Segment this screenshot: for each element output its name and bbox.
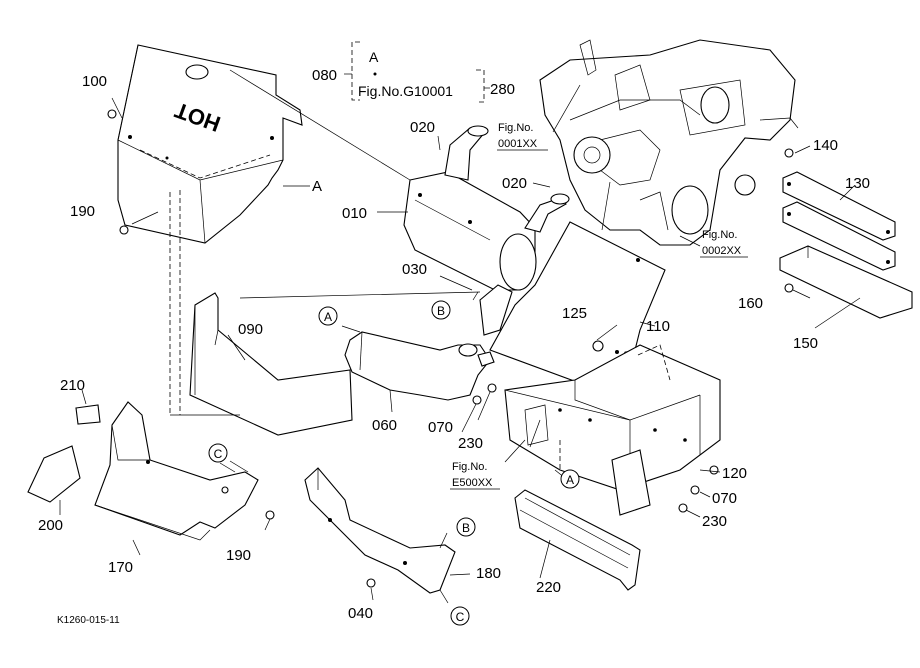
bolt-icon	[487, 383, 497, 393]
frame	[504, 344, 721, 516]
part-number-090: 090	[238, 321, 263, 338]
callout-a-left: A	[318, 306, 338, 326]
part-number-160: 160	[738, 295, 763, 312]
callout-b-bracket: B	[456, 517, 476, 537]
svg-text:A: A	[324, 310, 332, 324]
exhaust-pipe	[344, 331, 495, 401]
part-number-220: 220	[536, 579, 561, 596]
part-number-100: 100	[82, 73, 107, 90]
callout-a-frame: A	[560, 469, 580, 489]
bolt-icon	[709, 465, 719, 475]
callout-b-pipe: B	[431, 300, 451, 320]
part-number-230: 230	[458, 435, 483, 452]
svg-text:B: B	[462, 521, 470, 535]
engine-block	[539, 39, 799, 246]
nut-icon	[366, 578, 376, 588]
part-number-070-b: 070	[712, 490, 737, 507]
svg-text:0002XX: 0002XX	[702, 245, 742, 257]
muffler	[403, 125, 570, 336]
svg-text:C: C	[456, 610, 465, 624]
part-number-230-b: 230	[702, 513, 727, 530]
fig-ref-a: A	[369, 49, 379, 65]
part-number-190-b: 190	[226, 547, 251, 564]
rail-220	[514, 489, 641, 591]
lower-guard	[27, 401, 259, 541]
svg-text:Fig.No.: Fig.No.	[452, 461, 487, 473]
svg-text:Fig.No.: Fig.No.	[498, 122, 533, 134]
part-number-020-b: 020	[502, 175, 527, 192]
svg-text:E500XX: E500XX	[452, 477, 493, 489]
callout-c-bracket: C	[450, 606, 470, 626]
part-number-200: 200	[38, 517, 63, 534]
brackets	[779, 171, 913, 319]
part-number-190: 190	[70, 203, 95, 220]
part-number-170: 170	[108, 559, 133, 576]
figure-code: K1260-015-11	[57, 615, 120, 626]
part-number-070: 070	[428, 419, 453, 436]
part-number-130: 130	[845, 175, 870, 192]
part-number-280: 280	[490, 81, 515, 98]
callout-c-guard: C	[208, 443, 228, 463]
bolt-icon	[784, 148, 794, 158]
part-number-120: 120	[722, 465, 747, 482]
ref-box-0001: Fig.No. 0001XX	[497, 122, 548, 151]
bolt-icon	[119, 225, 129, 235]
part-number-110: 110	[646, 318, 670, 335]
bolt-icon	[107, 109, 117, 119]
svg-text:B: B	[437, 304, 445, 318]
part-number-080: 080	[312, 67, 337, 84]
fig-ref-label: Fig.No.G10001	[358, 83, 453, 99]
part-number-060: 060	[372, 417, 397, 434]
part-number-150: 150	[793, 335, 818, 352]
heat-cover: HOT	[117, 44, 303, 415]
pad	[75, 404, 101, 425]
svg-text:Fig.No.: Fig.No.	[702, 229, 737, 241]
ref-box-0002: Fig.No. 0002XX	[700, 229, 748, 258]
ref-box-E500: Fig.No. E500XX	[450, 461, 500, 490]
part-number-140: 140	[813, 137, 838, 154]
bolt-icon	[265, 510, 275, 520]
part-number-040: 040	[348, 605, 373, 622]
bolt-icon	[690, 485, 700, 495]
part-number-020: 020	[410, 119, 435, 136]
bolt-icon	[472, 395, 482, 405]
ref-letter-a-cover: A	[312, 178, 322, 195]
svg-text:C: C	[214, 447, 223, 461]
part-number-210: 210	[60, 377, 85, 394]
part-number-125: 125	[562, 305, 587, 322]
bolt-icon	[678, 503, 688, 513]
svg-text:0001XX: 0001XX	[498, 138, 538, 150]
bolt-icon	[784, 283, 794, 293]
rear-bracket	[304, 467, 456, 594]
part-number-180: 180	[476, 565, 501, 582]
washer-icon	[592, 340, 604, 352]
svg-text:A: A	[566, 473, 574, 487]
part-number-030: 030	[402, 261, 427, 278]
side-plate	[27, 445, 81, 503]
figure-reference-group: A Fig.No.G10001 080 280	[312, 41, 515, 103]
part-number-010: 010	[342, 205, 367, 222]
